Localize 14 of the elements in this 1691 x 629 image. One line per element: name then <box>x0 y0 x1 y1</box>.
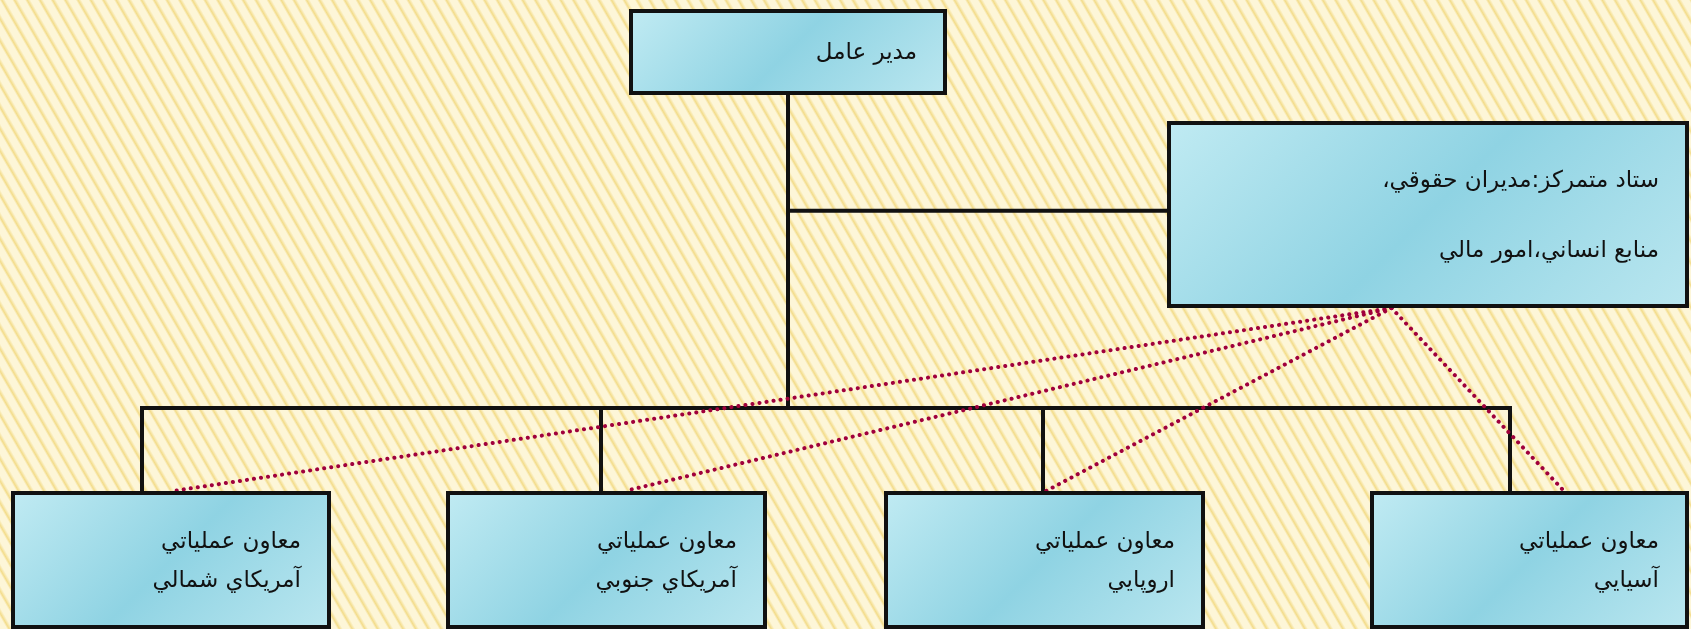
org-box <box>1370 491 1689 629</box>
dotted-line <box>1389 306 1566 493</box>
box-label: معاون عملياتي آمريكاي شمالي <box>151 525 301 595</box>
box-label: معاون عملياتي اروپايي <box>1034 525 1175 595</box>
org-box <box>884 491 1205 629</box>
box-label: منابع انساني،امور مالي <box>1438 234 1659 265</box>
org-box <box>629 9 947 95</box>
box-label: معاون عملياتي آسيايي <box>1518 525 1659 595</box>
org-box <box>1167 121 1689 308</box>
box-label: معاون عملياتي آمريكاي جنوبي <box>594 525 737 595</box>
org-box <box>446 491 767 629</box>
box-label: مدير عامل <box>815 37 917 67</box>
box-label: ستاد متمركز:مديران حقوقي، <box>1382 165 1659 195</box>
org-box <box>11 491 331 629</box>
